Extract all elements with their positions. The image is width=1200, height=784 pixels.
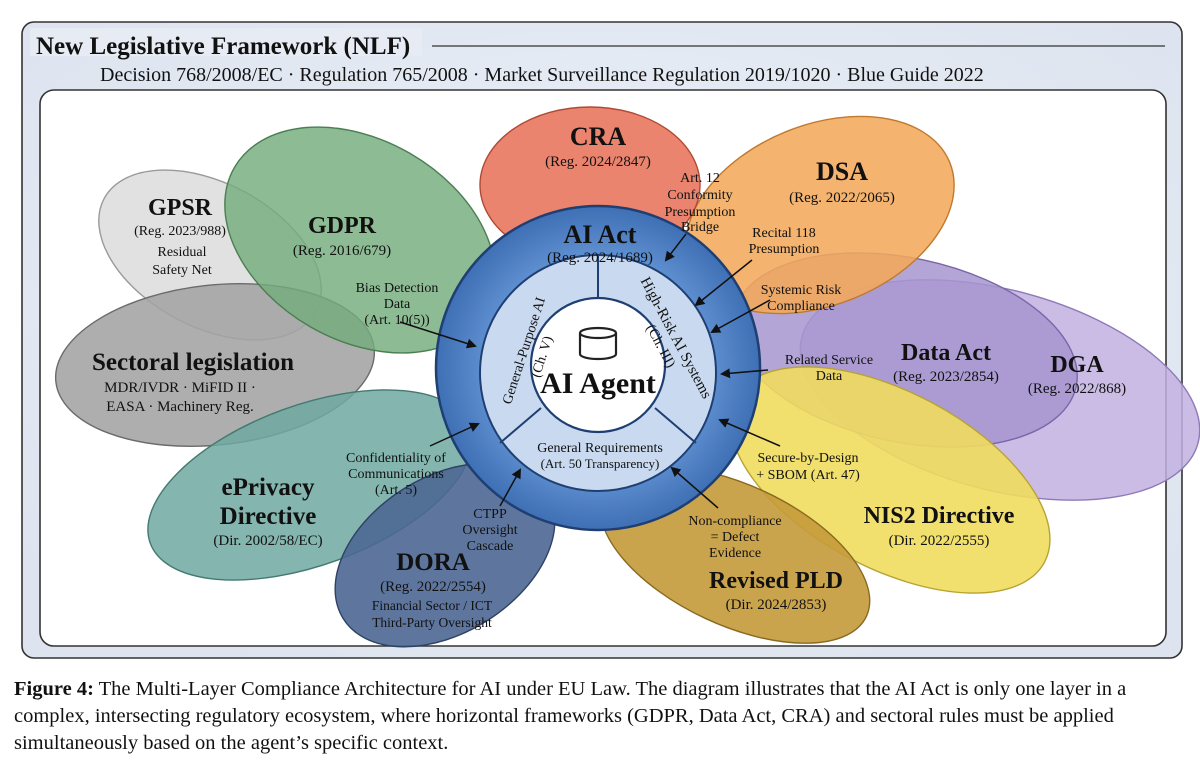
gdpr-ref: (Reg. 2016/679) [293, 243, 391, 259]
related-service-2: Data [816, 369, 843, 384]
caption-label: Figure 4: [14, 678, 94, 700]
ai-act-core [434, 204, 762, 532]
data-act-ref: (Reg. 2023/2854) [893, 369, 999, 385]
ctpp-3: Cascade [467, 539, 514, 554]
cra-name: CRA [570, 122, 627, 151]
systemic-risk-1: Systemic Risk [761, 283, 842, 298]
cra-bridge-4: Bridge [681, 220, 719, 235]
dora-line-2: Third-Party Oversight [372, 615, 492, 630]
eprivacy-name-1: ePrivacy [221, 474, 315, 501]
ctpp-2: Oversight [462, 523, 517, 538]
cra-ref: (Reg. 2024/2847) [545, 154, 651, 170]
confidentiality-3: (Art. 5) [375, 483, 417, 498]
bias-detection-1: Bias Detection [356, 281, 439, 296]
sector-divider-left [499, 407, 542, 444]
general-req-line-1: General Requirements [537, 441, 663, 456]
cra-bridge-1: Art. 12 [680, 171, 720, 186]
cra-bridge-2: Conformity [667, 188, 732, 203]
nis2-name: NIS2 Directive [864, 503, 1015, 529]
eprivacy-ref: (Dir. 2002/58/EC) [213, 533, 322, 549]
confidentiality-1: Confidentiality of [346, 451, 446, 466]
nlf-title: New Legislative Framework (NLF) [36, 33, 410, 60]
sector-divider-right [654, 407, 697, 444]
dsa-name: DSA [816, 157, 868, 186]
non-compliance-3: Evidence [709, 546, 761, 561]
gpsr-ref: (Reg. 2023/988) [134, 224, 226, 239]
ai-act-ref: (Reg. 2024/1689) [547, 250, 653, 266]
gpsr-note-2: Safety Net [152, 263, 212, 278]
dsa-presumption-1: Recital 118 [752, 226, 816, 241]
dora-name: DORA [396, 549, 470, 576]
sectoral-line-1: MDR/IVDR · MiFID II · [104, 380, 256, 396]
dsa-ref: (Reg. 2022/2065) [789, 190, 895, 206]
data-act-name: Data Act [901, 340, 991, 366]
dsa-presumption-2: Presumption [749, 242, 820, 257]
systemic-risk-2: Compliance [767, 299, 835, 314]
sectoral-line-2: EASA · Machinery Reg. [106, 399, 253, 415]
general-req-line-2: (Art. 50 Transparency) [541, 456, 660, 471]
figure-caption: Figure 4: The Multi-Layer Compliance Arc… [14, 676, 1186, 757]
pld-name: Revised PLD [709, 568, 843, 594]
database-icon [578, 326, 618, 361]
non-compliance-2: = Defect [711, 530, 760, 545]
compliance-architecture-figure: New Legislative Framework (NLF) Decision… [21, 21, 1200, 659]
gdpr-name: GDPR [308, 213, 377, 239]
ctpp-1: CTPP [473, 507, 507, 522]
dora-ref: (Reg. 2022/2554) [380, 579, 486, 595]
related-service-1: Related Service [785, 353, 873, 368]
ai-agent-label: AI Agent [540, 367, 656, 400]
ai-act-title: AI Act [564, 220, 637, 249]
sectoral-name: Sectoral legislation [92, 349, 294, 376]
confidentiality-2: Communications [348, 467, 444, 482]
secure-by-design-2: + SBOM (Art. 47) [756, 468, 860, 483]
dga-ref: (Reg. 2022/868) [1028, 381, 1126, 397]
non-compliance-1: Non-compliance [688, 514, 781, 529]
connection-arrows [399, 233, 781, 509]
gpsr-note-1: Residual [158, 245, 207, 260]
eprivacy-name-2: Directive [220, 503, 317, 530]
caption-text: The Multi-Layer Compliance Architecture … [14, 678, 1127, 754]
nlf-header-cover [30, 28, 422, 56]
nis2-ref: (Dir. 2022/2555) [889, 533, 990, 549]
nlf-subtitle: Decision 768/2008/EC · Regulation 765/20… [100, 64, 984, 86]
gpsr-name: GPSR [148, 195, 213, 221]
ai-agent-circle [529, 296, 667, 434]
dora-line-1: Financial Sector / ICT [372, 598, 493, 613]
bias-detection-3: (Art. 10(5)) [364, 313, 430, 328]
dga-name: DGA [1050, 352, 1104, 378]
pld-ref: (Dir. 2024/2853) [726, 597, 827, 613]
cra-bridge-3: Presumption [665, 205, 736, 220]
secure-by-design-1: Secure-by-Design [757, 451, 858, 466]
bias-detection-2: Data [384, 297, 411, 312]
